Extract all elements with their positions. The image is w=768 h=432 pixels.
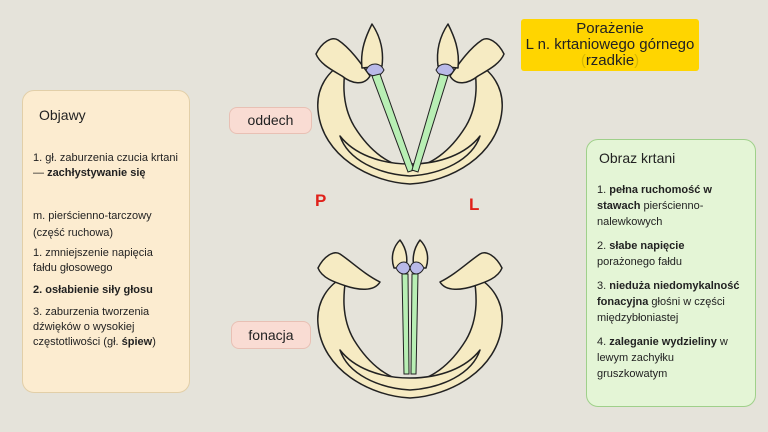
epiglottis-right-horn bbox=[449, 38, 505, 84]
symptom-voice-strength: 2. osłabienie siły głosu bbox=[33, 284, 153, 296]
tag-breath: oddech bbox=[229, 107, 312, 134]
symptom-pitch-end: ) bbox=[152, 336, 156, 348]
finding-3-prefix: 3. bbox=[597, 280, 610, 292]
epiglottis-right-horn bbox=[439, 252, 503, 290]
muscle-part: (część ruchowa) bbox=[33, 227, 114, 239]
finding-2: 2. słabe napięcie porażonego fałdu bbox=[597, 238, 745, 270]
vocal-fold-right bbox=[410, 273, 419, 375]
larynx-breathing-illustration bbox=[315, 23, 505, 185]
symptom-pitch-text: 3. zaburzenia tworzenia dźwięków o wysok… bbox=[33, 306, 150, 348]
arytenoid-process-left bbox=[365, 63, 385, 77]
finding-3: 3. nieduża niedomykalność fonacyjna głoś… bbox=[597, 278, 745, 326]
vocal-fold-left bbox=[401, 273, 410, 375]
finding-1: 1. pełna ruchomość w stawach pierścienno… bbox=[597, 182, 745, 230]
side-label-right: P bbox=[315, 191, 327, 210]
symptom-sensory: 1. gł. zaburzenia czucia krtani — zachły… bbox=[33, 151, 179, 181]
symptom-pitch: 3. zaburzenia tworzenia dźwięków o wysok… bbox=[33, 305, 179, 350]
cricoid-ring bbox=[339, 349, 481, 391]
symptom-tension: 1. zmniejszenie napięcia fałdu głosowego bbox=[33, 247, 153, 274]
epiglottis-left-horn bbox=[317, 252, 381, 290]
findings-heading: Obraz krtani bbox=[599, 150, 676, 166]
finding-3-bold: nieduża niedomykalność fonacyjna bbox=[597, 280, 740, 308]
title-box: Porażenie L n. krtaniowego górnego (rzad… bbox=[521, 19, 699, 71]
symptom-sensory-text: 1. gł. zaburzenia czucia krtani — bbox=[33, 152, 178, 179]
findings-panel: Obraz krtani 1. pełna ruchomość w stawac… bbox=[586, 139, 756, 407]
side-label-left: L bbox=[469, 195, 480, 214]
muscle-name: m. pierścienno-tarczowy bbox=[33, 210, 152, 222]
tag-phonation: fonacja bbox=[231, 321, 311, 349]
finding-1-rest: pierścienno-nalewkowych bbox=[597, 200, 704, 228]
title-line-1: Porażenie bbox=[576, 20, 644, 37]
finding-2-bold: słabe napięcie bbox=[609, 240, 685, 252]
finding-4: 4. zaleganie wydzieliny w lewym zachyłku… bbox=[597, 334, 745, 382]
symptom-sensory-bold: zachłystywanie się bbox=[47, 167, 146, 179]
epiglottis-left-horn bbox=[315, 38, 371, 84]
finding-1-prefix: 1. bbox=[597, 184, 610, 196]
arytenoid-left bbox=[360, 23, 384, 69]
arytenoid-process-right bbox=[435, 63, 455, 77]
finding-1-bold: pełna ruchomość w stawach bbox=[597, 184, 712, 212]
finding-4-rest: w lewym zachyłku gruszkowatym bbox=[597, 336, 728, 380]
finding-3-rest: głośni w części międzybłoniastej bbox=[597, 296, 725, 324]
finding-4-prefix: 4. bbox=[597, 336, 610, 348]
paren-open: ( bbox=[580, 52, 586, 69]
arytenoid-right bbox=[436, 23, 460, 69]
title-note: rzadkie bbox=[585, 52, 635, 69]
paren-close: ) bbox=[634, 52, 640, 69]
larynx-phonation-illustration bbox=[317, 239, 503, 399]
arytenoid-process-right bbox=[409, 261, 425, 275]
finding-2-rest: porażonego fałdu bbox=[597, 256, 683, 268]
title-line-2: L n. krtaniowego górnego bbox=[525, 36, 695, 53]
symptom-pitch-bold: śpiew bbox=[121, 336, 153, 348]
title-line-3: (rzadkie) bbox=[521, 53, 699, 69]
symptoms-heading: Objawy bbox=[39, 107, 86, 123]
finding-2-prefix: 2. bbox=[597, 240, 610, 252]
vocal-fold-right bbox=[411, 73, 449, 173]
finding-4-bold: zaleganie wydzieliny bbox=[609, 336, 717, 348]
symptoms-panel: Objawy 1. gł. zaburzenia czucia krtani —… bbox=[22, 90, 190, 393]
